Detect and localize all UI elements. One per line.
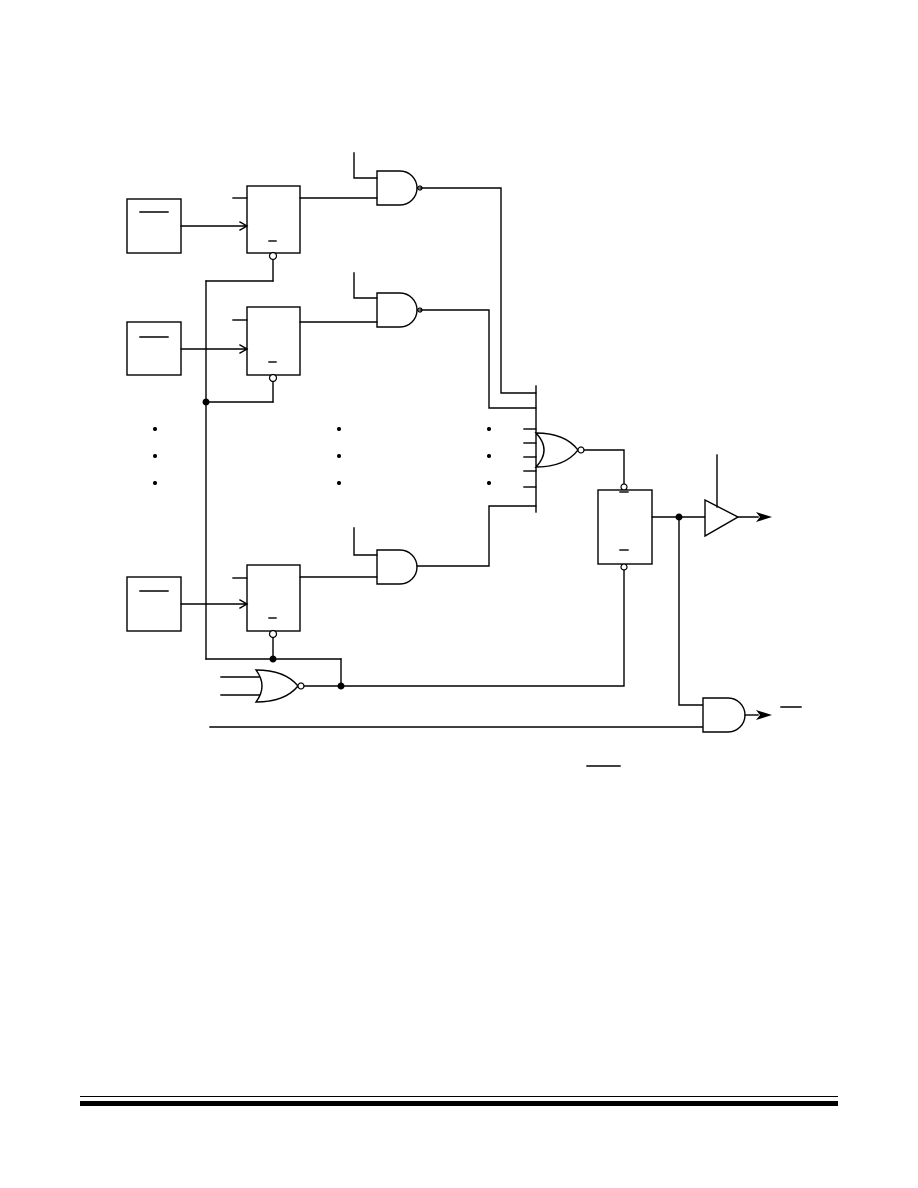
output-and-gate [209,516,802,733]
reset-or-gate [220,669,342,703]
flip-flop-n [180,564,301,639]
and-gate-1 [299,152,537,394]
output-buffer [651,454,772,538]
reset-bus [202,259,342,687]
ellipsis-column-left [153,427,157,485]
flip-flop-2 [180,306,301,383]
footer-rule-thick [80,1101,838,1106]
footer-rule-thin [80,1096,838,1097]
source-block-2 [126,321,182,376]
output-flip-flop [337,489,653,690]
flip-flop-1 [180,185,301,261]
source-block-1 [126,198,182,254]
and-gate-n [299,505,537,585]
ellipsis-column-right [487,427,491,485]
multi-input-nor-gate [523,385,628,513]
source-block-n [126,576,182,632]
arrow-right-icon [756,710,772,720]
ellipsis-column-middle [337,427,341,485]
arrow-right-icon [756,512,772,522]
and-gate-2 [299,272,537,409]
